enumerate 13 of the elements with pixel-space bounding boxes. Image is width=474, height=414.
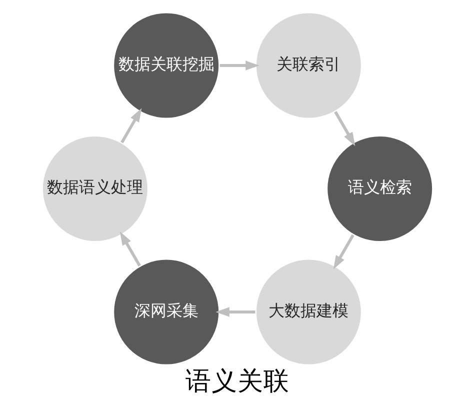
diagram-title: 语义关联 — [185, 366, 290, 397]
arrow — [119, 231, 140, 266]
node-circle: 深网采集 — [112, 258, 220, 366]
node-circle: 数据语义处理 — [40, 134, 149, 243]
arrow — [215, 307, 255, 317]
arrow — [120, 108, 142, 144]
arrow — [332, 234, 354, 270]
node-circle: 大数据建模 — [254, 258, 362, 366]
node-circle: 关联索引 — [254, 11, 362, 120]
arrow — [334, 111, 355, 146]
node-circle: 数据关联挖掘 — [112, 11, 220, 120]
node-circle: 语义检索 — [325, 134, 434, 243]
arrow — [219, 60, 259, 70]
